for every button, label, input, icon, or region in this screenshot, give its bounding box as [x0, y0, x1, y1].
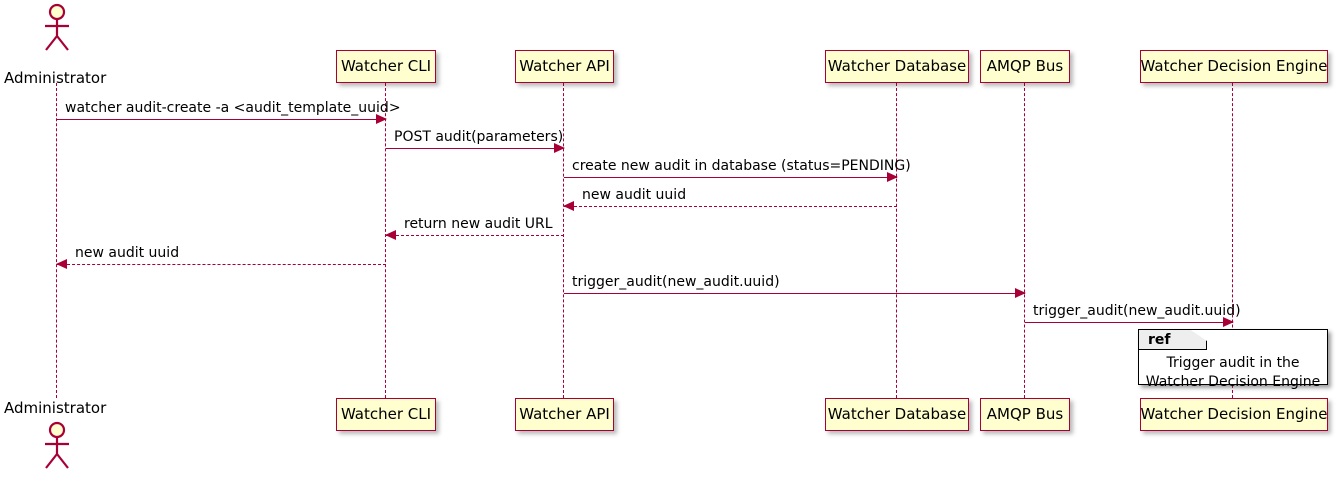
participant-api-header[interactable]: Watcher API	[515, 50, 614, 83]
arrowhead-m1	[376, 114, 387, 124]
arrowhead-m3	[887, 172, 898, 182]
actor-label-bottom: Administrator	[4, 399, 107, 417]
message-line-m1	[57, 119, 386, 120]
message-line-m3	[564, 177, 897, 178]
ref-fragment-line-1: Trigger audit in the	[1166, 355, 1300, 371]
actor-label-top: Administrator	[4, 69, 107, 87]
lifeline-database	[896, 83, 898, 398]
message-line-m2	[386, 148, 564, 149]
message-line-m5	[386, 235, 564, 236]
participant-amqp-footer[interactable]: AMQP Bus	[980, 398, 1070, 431]
arrowhead-m2	[554, 143, 565, 153]
message-label-m3: create new audit in database (status=PEN…	[572, 158, 911, 174]
arrowhead-m4	[563, 201, 574, 211]
actor-administrator-top	[40, 2, 74, 52]
message-line-m4	[564, 206, 897, 207]
participant-database-header[interactable]: Watcher Database	[825, 50, 969, 83]
lifeline-amqp	[1024, 83, 1026, 398]
participant-amqp-header[interactable]: AMQP Bus	[980, 50, 1070, 83]
message-line-m7	[564, 293, 1025, 294]
participant-api-footer[interactable]: Watcher API	[515, 398, 614, 431]
message-label-m5: return new audit URL	[404, 216, 553, 232]
participant-cli-header[interactable]: Watcher CLI	[336, 50, 436, 83]
lifeline-api	[563, 83, 565, 398]
message-label-m7: trigger_audit(new_audit.uuid)	[572, 274, 780, 290]
message-label-m4: new audit uuid	[582, 187, 687, 203]
participant-engine-footer[interactable]: Watcher Decision Engine	[1140, 398, 1328, 431]
lifeline-engine	[1232, 83, 1234, 398]
arrowhead-m6	[56, 259, 67, 269]
message-label-m1: watcher audit-create -a <audit_template_…	[65, 100, 401, 116]
actor-administrator-bottom	[40, 420, 74, 470]
ref-fragment-keyword: ref	[1139, 330, 1207, 350]
message-line-m8	[1025, 322, 1233, 323]
arrowhead-m5	[385, 230, 396, 240]
arrowhead-m8	[1223, 317, 1234, 327]
message-label-m8: trigger_audit(new_audit.uuid)	[1033, 303, 1241, 319]
message-label-m2: POST audit(parameters)	[394, 129, 564, 145]
participant-engine-header[interactable]: Watcher Decision Engine	[1140, 50, 1328, 83]
arrowhead-m7	[1015, 288, 1026, 298]
message-line-m6	[57, 264, 386, 265]
participant-database-footer[interactable]: Watcher Database	[825, 398, 969, 431]
message-label-m6: new audit uuid	[75, 245, 180, 261]
participant-cli-footer[interactable]: Watcher CLI	[336, 398, 436, 431]
lifeline-cli	[385, 83, 387, 398]
lifeline-actor	[56, 83, 58, 398]
ref-fragment-line-2: Watcher Decision Engine	[1145, 374, 1321, 390]
